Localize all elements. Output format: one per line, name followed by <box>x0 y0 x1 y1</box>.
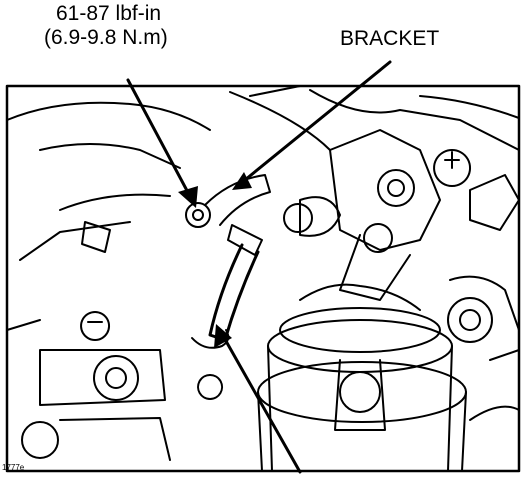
bracket-label: BRACKET <box>340 27 440 50</box>
bracket-leader-arrow <box>238 60 392 186</box>
filter-bowl <box>257 283 467 472</box>
bracket-bolt <box>185 202 211 228</box>
torque-leader-arrow <box>126 78 194 202</box>
leader-arrows <box>126 60 392 474</box>
hose-bracket-assembly <box>185 174 271 349</box>
right-lower-structure <box>447 275 520 421</box>
hose-leader-arrow <box>220 332 302 474</box>
throttle-linkage <box>283 129 520 301</box>
figure-number: 1777e <box>2 463 25 472</box>
torque-spec-metric-label: (6.9-9.8 N.m) <box>44 26 168 49</box>
upper-housing <box>6 85 520 261</box>
torque-spec-label: 61-87 lbf-in <box>56 2 162 25</box>
left-bosses <box>6 221 224 461</box>
